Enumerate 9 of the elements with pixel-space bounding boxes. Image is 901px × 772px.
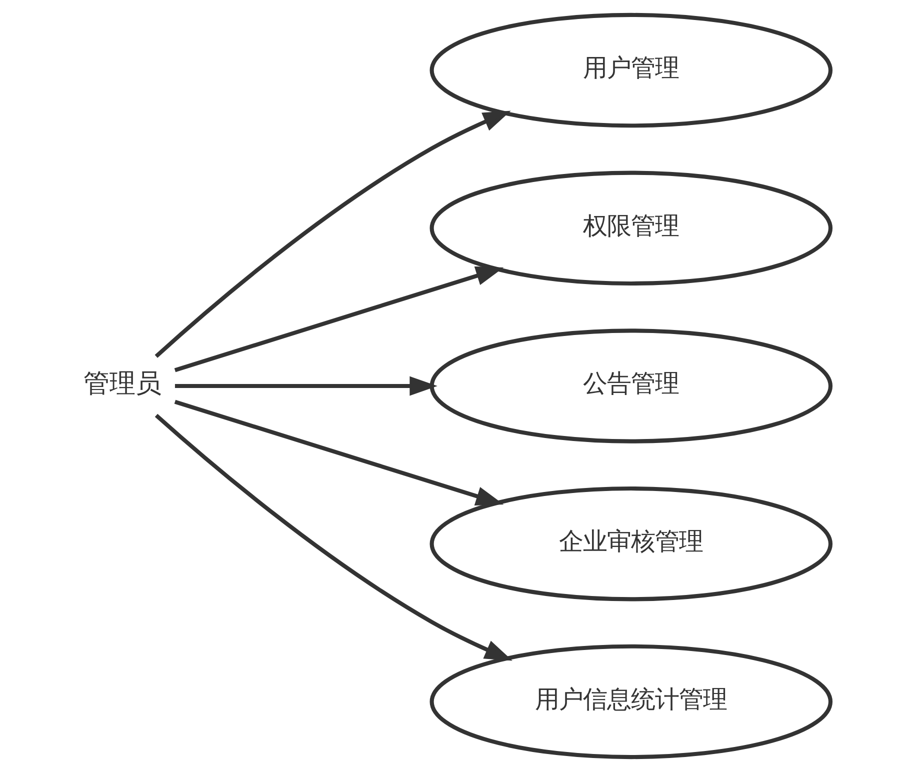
node-ellipse: 公告管理	[430, 328, 833, 444]
node-text: 管理员	[84, 369, 162, 400]
arrow	[174, 400, 504, 506]
arrow	[154, 110, 511, 358]
node-ellipse: 用户信息统计管理	[430, 644, 833, 760]
arrow	[154, 414, 512, 661]
node-ellipse: 用户管理	[430, 12, 833, 128]
arrow	[174, 266, 504, 372]
arrow	[174, 376, 438, 396]
